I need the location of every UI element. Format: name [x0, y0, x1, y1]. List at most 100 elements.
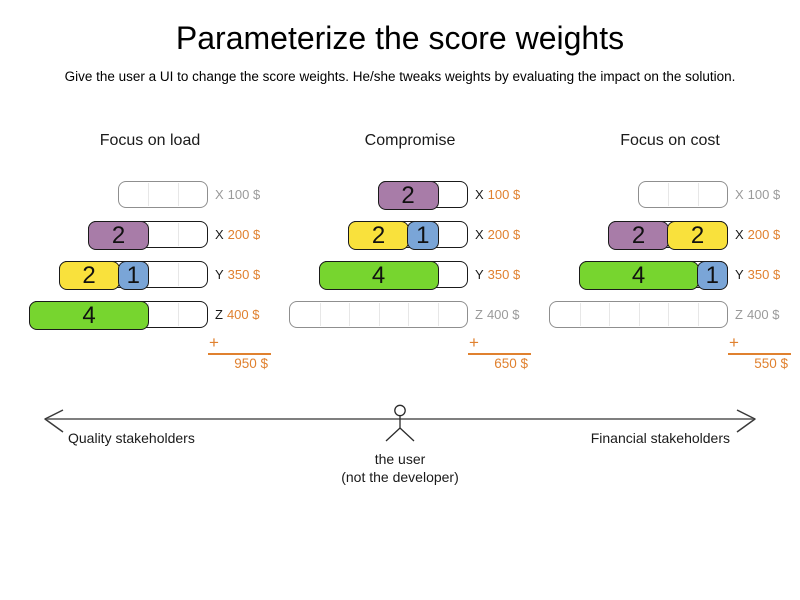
machine-row [549, 301, 728, 328]
machine-name: X [215, 227, 224, 242]
machine-name: Y [215, 267, 224, 282]
process-block: 4 [578, 261, 699, 290]
machine-name: X [475, 227, 484, 242]
stakeholder-axis [44, 404, 756, 442]
machine-row: 2 [88, 221, 208, 250]
machine-cost: 400 $ [486, 307, 520, 322]
machine-cost: 350 $ [747, 267, 781, 282]
sum-plus-sign: + [729, 333, 739, 352]
sum-plus-sign: + [209, 333, 219, 352]
sum-plus-sign: + [469, 333, 479, 352]
machine-name: X [215, 187, 224, 202]
machine-row [637, 181, 728, 208]
machine-cost: 200 $ [227, 227, 261, 242]
process-block: 1 [407, 221, 439, 250]
cell-separator [609, 303, 610, 326]
cell-separator [349, 303, 350, 326]
machine-cost: 350 $ [487, 267, 521, 282]
machine-name: Y [475, 267, 484, 282]
sum-total: 650 $ [494, 356, 528, 371]
page-title: Parameterize the score weights [175, 20, 625, 56]
machine-cost: 350 $ [227, 267, 261, 282]
sum-total: 950 $ [234, 356, 268, 371]
process-block: 1 [117, 261, 149, 290]
machine-cost: 100 $ [747, 187, 781, 202]
user-label-line2: (not the developer) [341, 469, 459, 485]
cell-separator [638, 303, 640, 326]
machine-cost: 400 $ [226, 307, 260, 322]
cell-separator [408, 303, 409, 326]
process-block: 2 [58, 261, 120, 290]
cell-separator [378, 303, 380, 326]
machine-name: Y [735, 267, 744, 282]
sum-total: 550 $ [754, 356, 788, 371]
cell-separator [579, 303, 581, 326]
page-subtitle: Give the user a UI to change the score w… [64, 69, 736, 84]
machine-row: 2 [377, 181, 468, 210]
machine-row [117, 181, 208, 208]
machine-cost: 200 $ [487, 227, 521, 242]
machine-name: X [735, 227, 744, 242]
process-block: 4 [318, 261, 439, 290]
axis-label-quality: Quality stakeholders [68, 430, 195, 446]
machine-name: X [735, 187, 744, 202]
machine-cost: 200 $ [747, 227, 781, 242]
sum-underline [728, 353, 791, 355]
process-block: 2 [608, 221, 669, 250]
process-block: 2 [667, 221, 728, 250]
machine-name: Z [475, 307, 483, 322]
process-block: 1 [696, 261, 728, 290]
process-block: 2 [348, 221, 409, 250]
cell-separator [319, 303, 321, 326]
cell-separator [668, 183, 669, 206]
process-block: 2 [88, 221, 149, 250]
machine-cost: 100 $ [487, 187, 521, 202]
sum-underline [468, 353, 531, 355]
machine-cost: 100 $ [227, 187, 261, 202]
panel-title: Focus on cost [620, 132, 720, 149]
machine-name: X [475, 187, 484, 202]
process-block: 2 [377, 181, 439, 210]
machine-cost: 400 $ [746, 307, 780, 322]
sum-underline [208, 353, 271, 355]
cell-separator [697, 183, 699, 206]
user-label-line1: the user [374, 451, 426, 467]
cell-separator [148, 183, 149, 206]
axis-label-financial: Financial stakeholders [590, 430, 730, 446]
arrow-left-icon [44, 409, 64, 433]
cell-separator [177, 303, 179, 326]
machine-name: Z [735, 307, 743, 322]
panel-title: Compromise [364, 132, 456, 149]
machine-row: 4 [29, 301, 208, 330]
stick-figure-user-icon [385, 404, 415, 442]
cell-separator [177, 263, 179, 286]
cell-separator [697, 303, 699, 326]
cell-separator [177, 183, 179, 206]
machine-row [289, 301, 468, 328]
panel-title: Focus on load [99, 132, 201, 149]
process-block: 4 [29, 301, 149, 330]
machine-name: Z [215, 307, 223, 322]
cell-separator [177, 223, 179, 246]
machine-row: 4 [318, 261, 468, 290]
